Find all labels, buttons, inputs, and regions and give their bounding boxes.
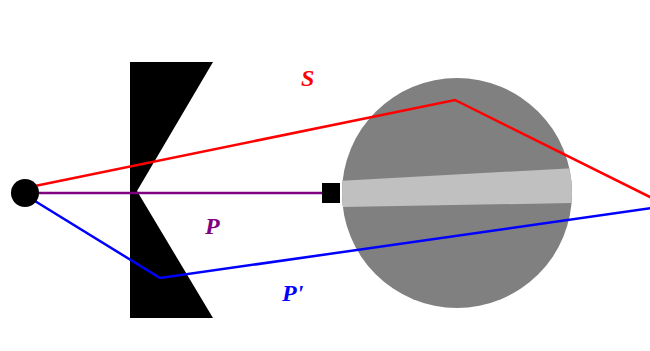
- path-label: S: [301, 66, 314, 90]
- light-band: [338, 168, 575, 207]
- detector: [322, 183, 340, 203]
- source-dot: [11, 179, 39, 207]
- path-p-prime: [30, 198, 650, 278]
- path-label: P': [282, 281, 303, 305]
- shield: [130, 62, 213, 318]
- path-p: [30, 192, 324, 195]
- path-s: [30, 100, 650, 198]
- path-label: P: [205, 214, 220, 238]
